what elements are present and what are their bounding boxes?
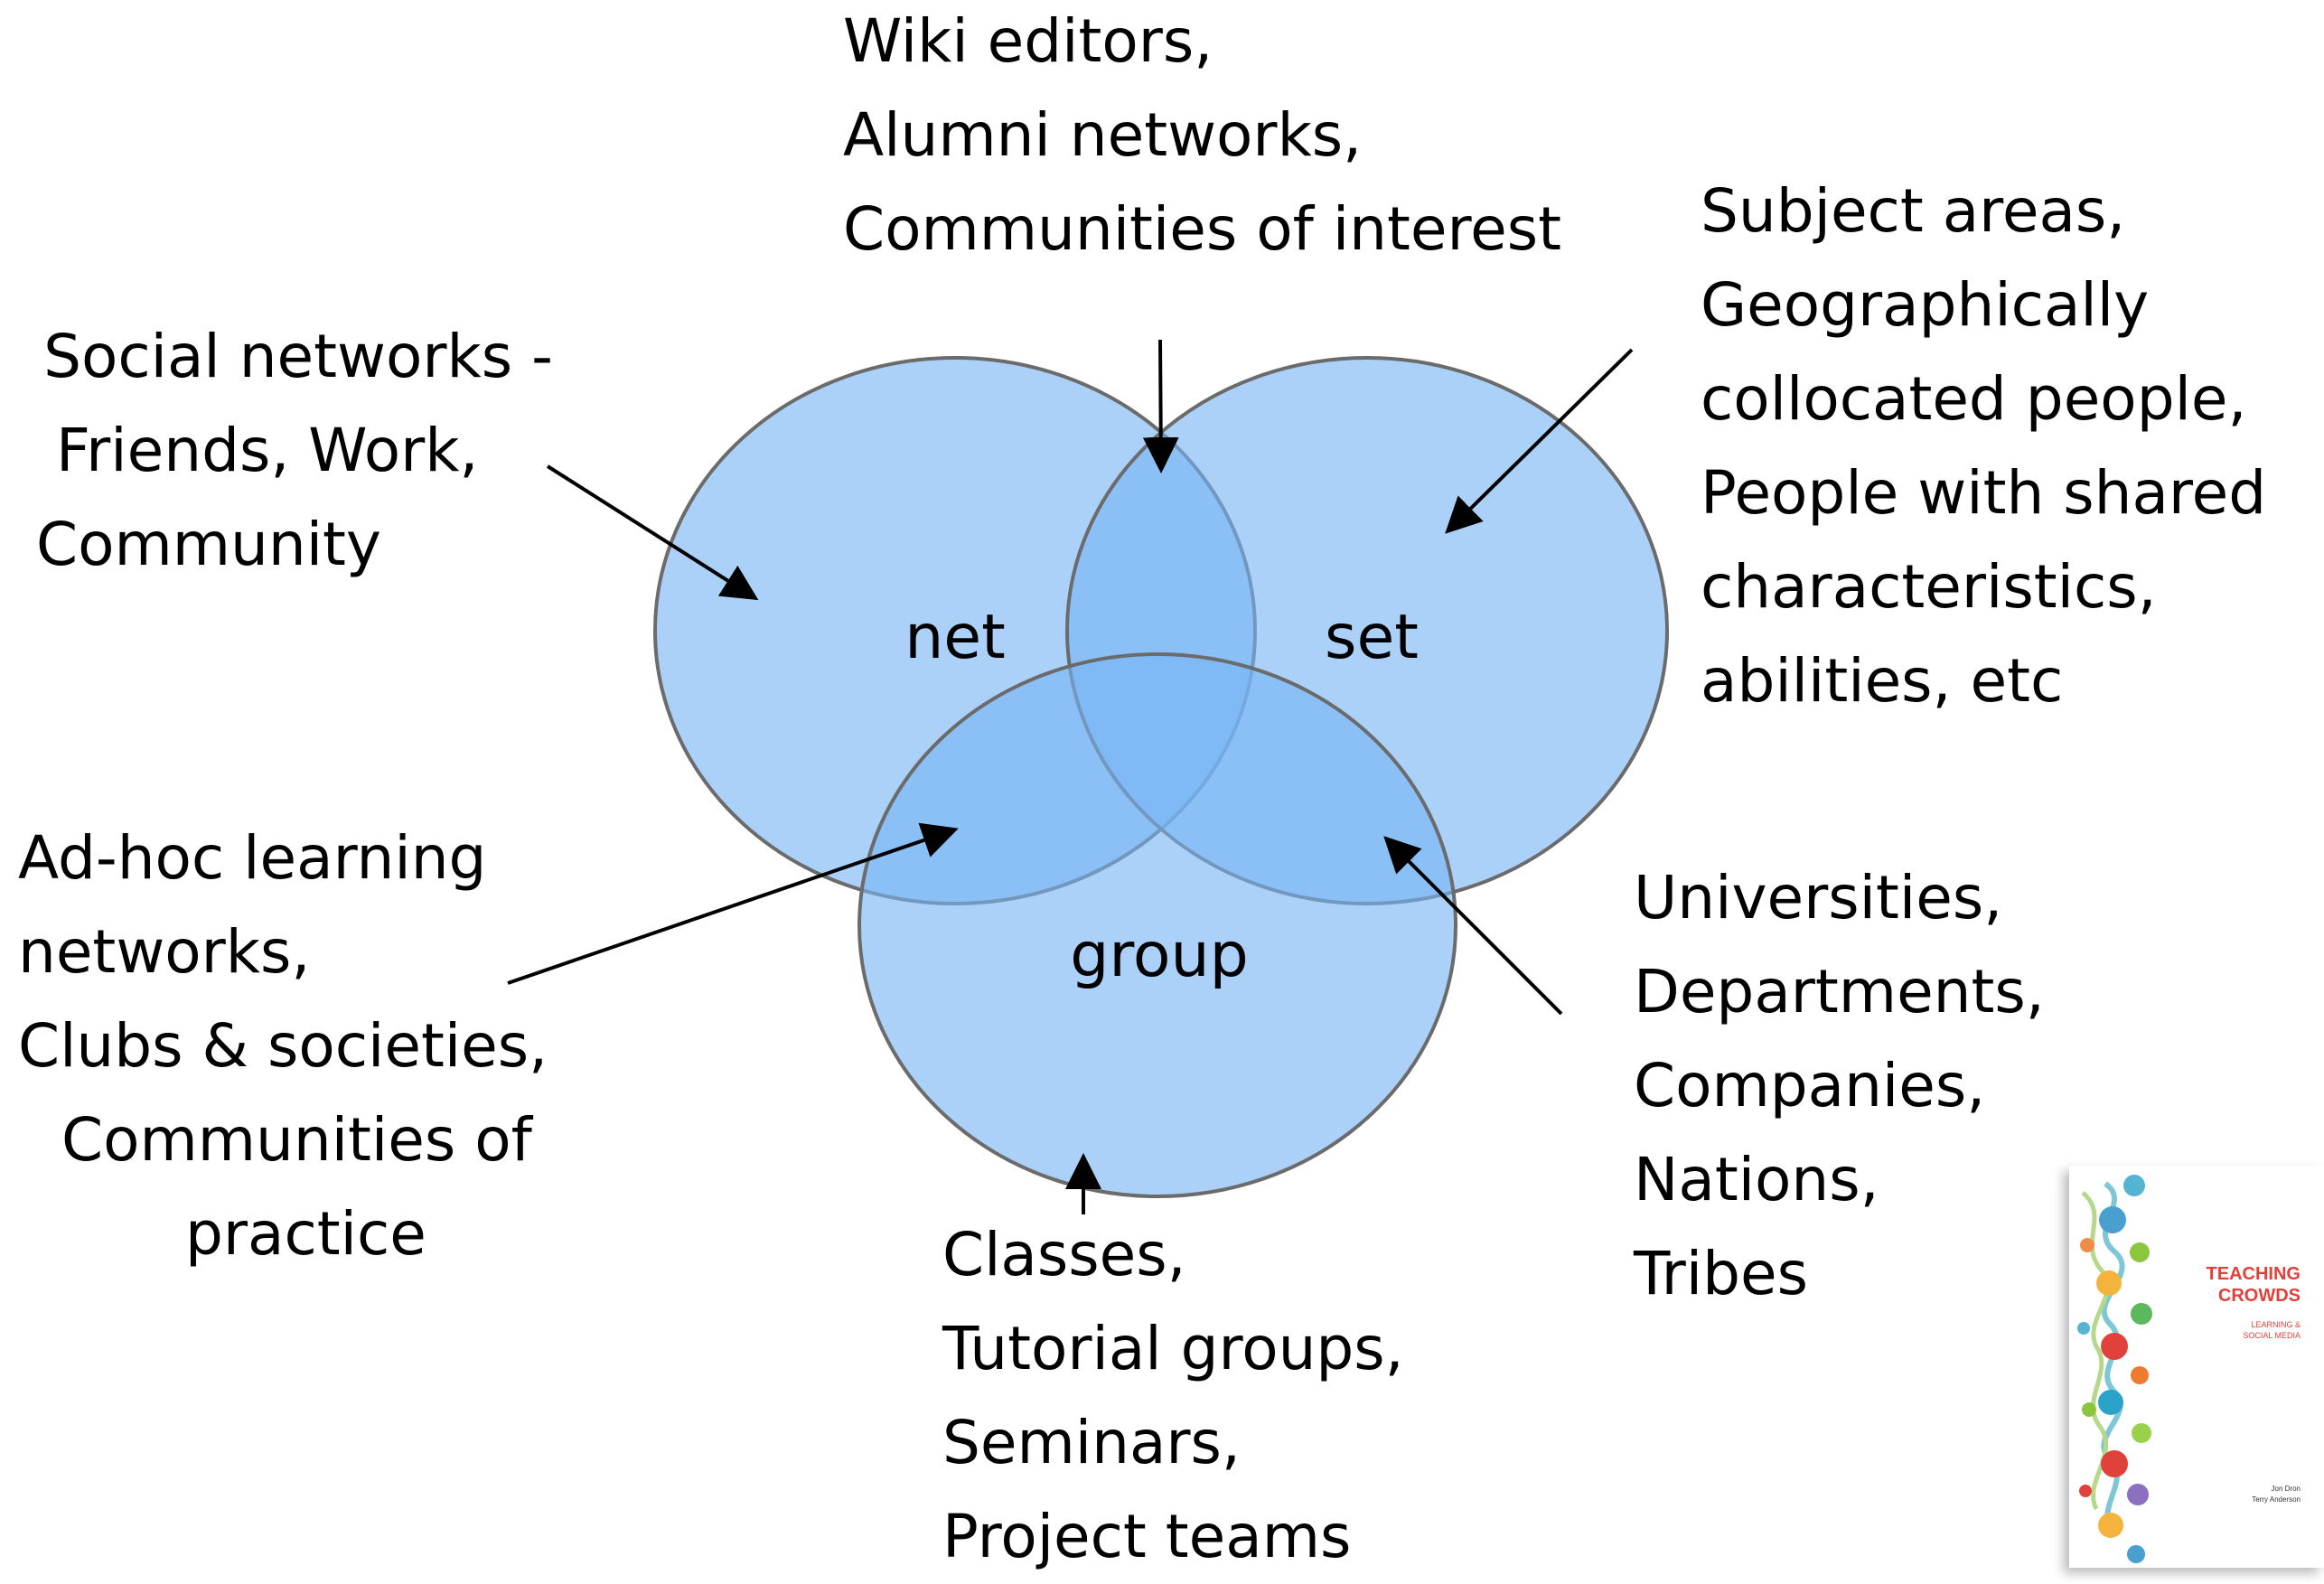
net-label: net — [904, 602, 1006, 673]
group-circle — [857, 652, 1457, 1198]
annotation-line: Wiki editors, — [843, 6, 1214, 76]
annotation-line: collocated people, — [1701, 364, 2247, 434]
annotation-line: People with shared — [1701, 458, 2267, 528]
annotation-line: Subject areas, — [1701, 176, 2126, 246]
annotation-line: Communities of interest — [843, 194, 1562, 264]
annotation-line: Communities of — [61, 1105, 532, 1175]
book-title: TEACHING CROWDS — [2207, 1263, 2301, 1307]
annotation-line: Ad-hoc learning — [18, 823, 487, 893]
annotation-line: Community — [36, 510, 381, 579]
annotation-set-group-overlap: Universities, Departments, Companies, Na… — [1634, 851, 2045, 1321]
annotation-line: practice — [185, 1199, 426, 1269]
book-author: Jon Dron — [2271, 1485, 2301, 1493]
book-subtitle-line: SOCIAL MEDIA — [2243, 1331, 2301, 1340]
book-author: Terry Anderson — [2252, 1495, 2301, 1504]
annotation-net-group-overlap: Ad-hoc learning networks, Clubs & societ… — [18, 811, 605, 1281]
book-cover-image: TEACHING CROWDS LEARNING & SOCIAL MEDIA … — [2069, 1166, 2324, 1568]
annotation-net-set-overlap: Wiki editors, Alumni networks, Communiti… — [843, 0, 1561, 276]
arrow-set-group — [1383, 836, 1563, 1016]
arrow-net-group — [507, 822, 959, 985]
book-subtitle: LEARNING & SOCIAL MEDIA — [2243, 1319, 2301, 1341]
annotation-line: Classes, — [942, 1220, 1186, 1289]
annotation-net-only: Social networks - Friends, Work, Communi… — [27, 310, 569, 592]
annotation-line: Departments, — [1634, 957, 2045, 1026]
arrow-net — [546, 464, 759, 601]
annotation-line: networks, — [18, 917, 311, 987]
set-label: set — [1325, 602, 1419, 673]
book-title-line: CROWDS — [2217, 1286, 2301, 1306]
annotation-line: Seminars, — [942, 1408, 1241, 1477]
arrow-net-set — [1142, 339, 1179, 473]
annotation-line: Friends, Work, — [56, 416, 479, 485]
book-subtitle-line: LEARNING & — [2251, 1320, 2301, 1329]
annotation-line: Geographically — [1701, 270, 2150, 340]
annotation-line: Alumni networks, — [843, 100, 1363, 170]
annotation-set-only: Subject areas, Geographically collocated… — [1701, 164, 2266, 728]
annotation-line: Companies, — [1634, 1051, 1986, 1120]
annotation-line: Tribes — [1634, 1239, 1808, 1308]
annotation-line: Tutorial groups, — [942, 1314, 1404, 1383]
annotation-line: Clubs & societies, — [18, 1011, 548, 1081]
book-authors: Jon Dron Terry Anderson — [2252, 1484, 2301, 1505]
annotation-line: abilities, etc — [1701, 646, 2064, 716]
annotation-group-only: Classes, Tutorial groups, Seminars, Proj… — [942, 1208, 1404, 1584]
annotation-line: Project teams — [942, 1502, 1352, 1571]
annotation-line: Nations, — [1634, 1145, 1879, 1214]
book-title-line: TEACHING — [2206, 1264, 2301, 1284]
group-label: group — [1070, 920, 1249, 991]
annotation-line: Social networks - — [43, 322, 553, 391]
arrow-set — [1445, 348, 1634, 534]
annotation-line: characteristics, — [1701, 552, 2157, 622]
annotation-line: Universities, — [1634, 863, 2003, 933]
molecule-pattern-icon — [2077, 1175, 2152, 1563]
